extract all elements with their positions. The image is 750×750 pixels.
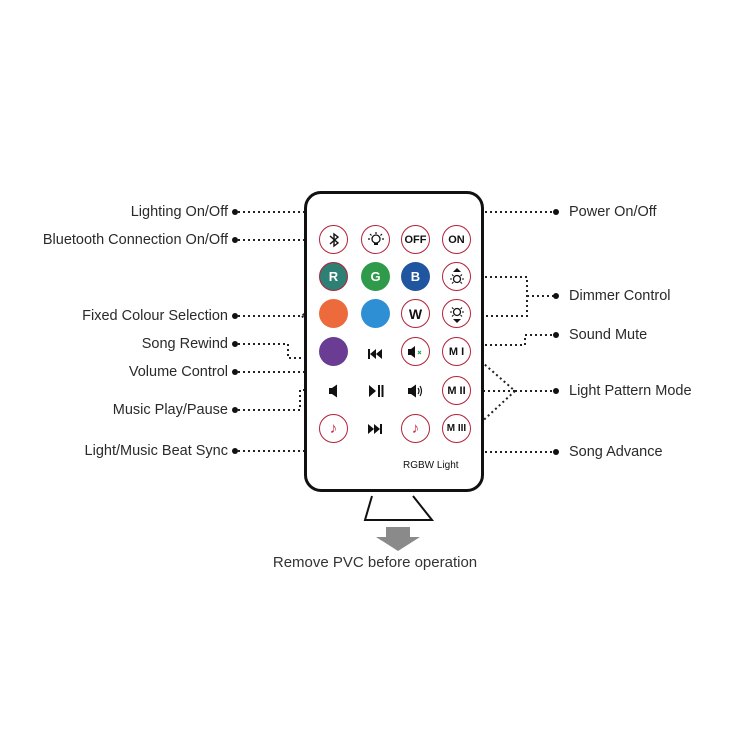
pvc-tab [363,495,435,521]
volume-down-button[interactable] [320,376,349,405]
label-power: Power On/Off [569,204,657,220]
bluetooth-icon [329,232,339,247]
rewind-icon [367,348,382,359]
white-button[interactable]: W [401,299,430,328]
music-note-icon: ♪ [329,420,338,437]
purple-button[interactable] [319,337,348,366]
mode-3-button[interactable]: M III [442,414,471,443]
label-bluetooth: Bluetooth Connection On/Off [42,232,228,248]
rewind-button[interactable] [361,340,388,367]
mode-1-button[interactable]: M I [442,337,471,366]
r-label: R [328,269,339,284]
volume-up-button[interactable] [401,376,430,405]
label-play-pause: Music Play/Pause [112,402,228,418]
brightness-down-button[interactable] [442,299,471,328]
label-advance: Song Advance [569,444,663,460]
play-pause-button[interactable] [361,376,390,405]
lighting-button[interactable] [361,225,390,254]
label-mute: Sound Mute [569,327,648,343]
red-button[interactable]: R [319,262,348,291]
down-arrow-icon [376,527,420,551]
blue-button[interactable]: B [401,262,430,291]
volume-down-icon [328,384,337,397]
m1-label: M I [448,345,465,358]
music-note-icon: ♪ [411,420,420,437]
on-button[interactable]: ON [442,225,471,254]
brand-label: RGBW Light [403,460,459,471]
green-button[interactable]: G [361,262,390,291]
mode-2-button[interactable]: M II [442,376,471,405]
mute-icon [407,345,421,358]
label-lighting: Lighting On/Off [130,204,228,220]
brightness-down-icon [449,306,464,323]
bluetooth-button[interactable] [319,225,348,254]
label-dimmer: Dimmer Control [569,288,671,304]
play-pause-icon [368,384,383,397]
dot-lighting [232,209,238,215]
label-pattern: Light Pattern Mode [569,383,692,399]
on-label: ON [448,233,465,246]
label-song-rewind: Song Rewind [141,336,228,352]
off-label: OFF [404,233,427,246]
brightness-up-icon [449,267,464,284]
music-mode-button[interactable]: ♪ [401,414,430,443]
m2-label: M II [447,384,466,397]
mute-button[interactable] [401,337,430,366]
w-label: W [408,305,423,322]
label-volume: Volume Control [128,364,228,380]
orange-button[interactable] [319,299,348,328]
off-button[interactable]: OFF [401,225,430,254]
fast-forward-icon [367,423,382,434]
m3-label: M III [446,423,467,434]
pvc-caption: Remove PVC before operation [272,554,478,571]
label-beat-sync: Light/Music Beat Sync [84,443,228,459]
volume-up-icon [407,384,422,397]
advance-button[interactable] [361,415,388,442]
sky-blue-button[interactable] [361,299,390,328]
bulb-icon [367,231,384,245]
label-fixed-colour: Fixed Colour Selection [82,308,228,324]
brightness-up-button[interactable] [442,262,471,291]
beat-sync-button[interactable]: ♪ [319,414,348,443]
b-label: B [410,269,421,284]
g-label: G [370,269,381,284]
